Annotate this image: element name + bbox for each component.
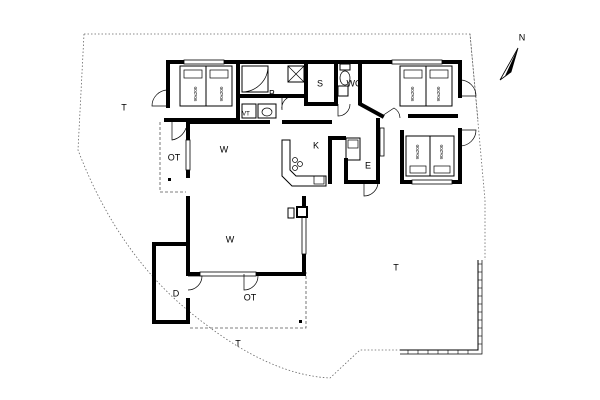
terrace-deck-ticks: [407, 263, 482, 354]
outdoor-terrace-west-outline: [159, 122, 186, 193]
room-label-entry: E: [365, 160, 371, 170]
bed-size-label: 90x200: [193, 86, 198, 101]
post: [299, 320, 302, 323]
walls-bedroom-2: [358, 60, 458, 119]
room-label-bathroom: B: [269, 88, 275, 98]
room-label-terrace: T: [393, 262, 399, 272]
bed-size-label: 90x200: [439, 144, 444, 159]
room-label-sauna: S: [317, 78, 323, 88]
north-arrow-icon: [499, 47, 519, 81]
plot-boundary: [77, 33, 486, 379]
walls-kitchen-entry: [328, 118, 380, 184]
plot-boundary-east-edge: [469, 33, 479, 121]
walls-bath-block: [236, 60, 338, 106]
walls-living: [186, 124, 306, 276]
doors: [151, 79, 477, 291]
bed-size-label: 90x200: [219, 86, 224, 101]
bed-size-label: 90x200: [436, 86, 441, 101]
walls-bedroom-3: [400, 128, 462, 184]
room-label-kitchen: K: [313, 140, 319, 150]
room-label-outdoor-terrace: OT: [168, 152, 181, 162]
windows: [183, 59, 453, 277]
room-label-living: W: [220, 144, 229, 154]
room-label-vt: VT: [242, 112, 250, 118]
bedroom-1-beds: 90x200 90x200: [179, 65, 233, 107]
north-arrow: N: [499, 32, 526, 81]
room-label-outdoor-terrace: OT: [244, 292, 257, 302]
bathroom-fixtures: [241, 63, 351, 119]
bed-size-label: 90x200: [410, 86, 415, 101]
fireplace: [287, 206, 308, 219]
outdoor-terrace-south-outline: [190, 272, 307, 329]
terrace-deck-edge: [400, 260, 479, 351]
room-label-wc: WC: [347, 78, 362, 88]
post: [168, 178, 171, 181]
north-label: N: [519, 32, 526, 42]
terrace-deck-edge-inner: [400, 260, 483, 355]
kitchen-counter: [281, 137, 361, 187]
room-label-depot: D: [173, 288, 180, 298]
room-label-terrace: T: [235, 338, 241, 348]
room-label-living: W: [226, 234, 235, 244]
walls-depot: [152, 242, 190, 324]
bedroom-3-beds: 90x200 90x200: [405, 135, 455, 177]
bedroom-2-beds: 90x200 90x200: [399, 65, 453, 107]
walls-north-wing: [164, 60, 462, 122]
room-label-terrace: T: [121, 102, 127, 112]
bed-size-label: 90x200: [415, 144, 420, 159]
